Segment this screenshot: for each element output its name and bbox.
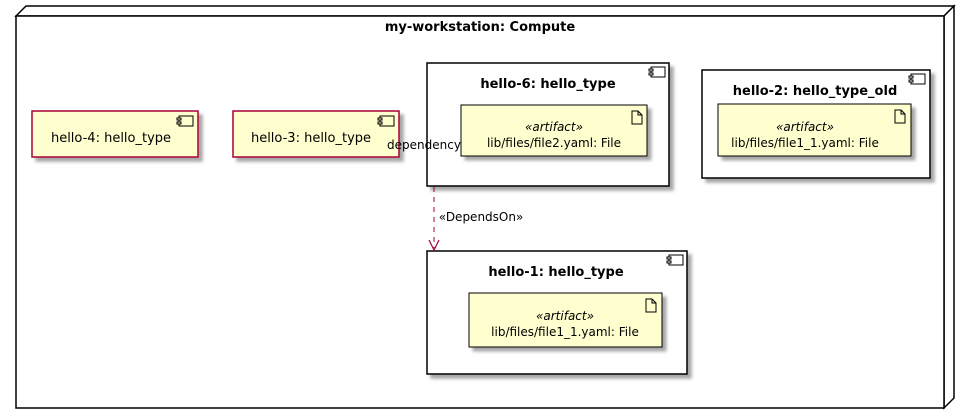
artifact-hello-2-stereotype: «artifact» <box>776 120 834 134</box>
artifact-icon <box>645 298 657 313</box>
component-icon <box>648 66 666 78</box>
component-hello-4-label: hello-4: hello_type <box>51 131 171 146</box>
artifact-icon <box>894 109 906 124</box>
arrow-head-icon <box>428 239 440 252</box>
component-hello-1-title: hello-1: hello_type <box>488 265 623 280</box>
component-hello-3-label: hello-3: hello_type <box>251 131 371 146</box>
edge-source-label: dependency <box>387 138 461 152</box>
component-icon <box>666 254 684 266</box>
artifact-hello-2-label: lib/files/file1_1.yaml: File <box>731 136 879 150</box>
artifact-hello-2[interactable] <box>717 103 912 157</box>
artifact-hello-1[interactable] <box>468 292 663 348</box>
component-icon <box>377 115 395 127</box>
node-title: my-workstation: Compute <box>385 20 576 35</box>
artifact-hello-1-label: lib/files/file1_1.yaml: File <box>491 325 639 339</box>
artifact-icon <box>631 110 643 125</box>
artifact-hello-1-stereotype: «artifact» <box>536 309 594 323</box>
edge-stereotype: «DependsOn» <box>439 210 524 224</box>
component-hello-4[interactable] <box>31 110 199 158</box>
component-icon <box>908 73 926 85</box>
artifact-hello-6[interactable] <box>460 104 648 157</box>
artifact-hello-6-stereotype: «artifact» <box>525 120 583 134</box>
component-icon <box>176 115 194 127</box>
component-hello-2-title: hello-2: hello_type_old <box>733 84 898 99</box>
component-hello-6-title: hello-6: hello_type <box>480 77 615 92</box>
component-hello-3[interactable] <box>232 110 400 158</box>
artifact-hello-6-label: lib/files/file2.yaml: File <box>487 136 621 150</box>
depends-on-edge[interactable] <box>428 187 440 252</box>
